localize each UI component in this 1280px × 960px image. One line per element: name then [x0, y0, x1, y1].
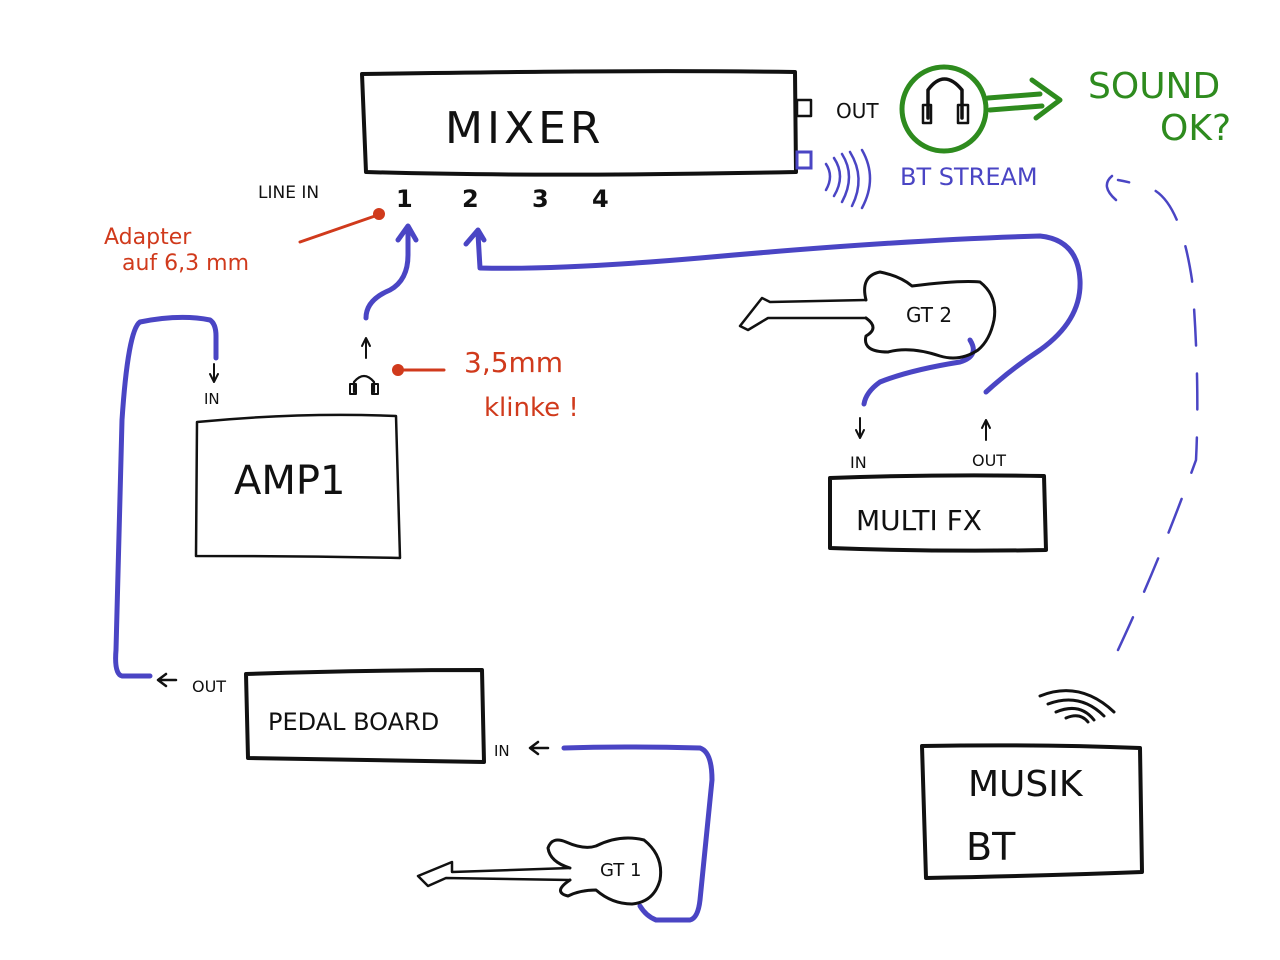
- bt-stream-label: BT STREAM: [900, 163, 1038, 191]
- amp1-in-arrow: [209, 363, 219, 383]
- channel-2-label: 2: [462, 185, 479, 213]
- amp1-headphone-jack-icon: [349, 374, 379, 395]
- guitar-2-neck: [738, 296, 868, 332]
- bt-stream-waves-icon: [824, 148, 872, 210]
- pedal-board-out-label: OUT: [192, 677, 226, 696]
- mixer-out-label: OUT: [836, 99, 879, 123]
- wireless-icon: [1038, 689, 1116, 724]
- channel-1-label: 1: [396, 185, 413, 213]
- jack-note-line1: 3,5mm: [464, 346, 563, 379]
- pedal-board-in-arrow: [528, 740, 550, 756]
- mixer: MIXER LINE IN 1 2 3 4 OUT: [258, 69, 879, 213]
- mixer-bt-port: [795, 150, 813, 170]
- adapter-note: Adapter auf 6,3 mm: [104, 208, 385, 276]
- musik-bt-box: [920, 743, 1144, 880]
- pedal-board: PEDAL BOARD OUT IN: [156, 668, 550, 764]
- headphones: SOUND OK?: [899, 64, 1231, 154]
- adapter-note-line1: Adapter: [104, 225, 192, 250]
- channel-3-label: 3: [532, 185, 549, 213]
- adapter-note-line2: auf 6,3 mm: [122, 251, 249, 276]
- amp1-out-arrow: [361, 337, 371, 359]
- multi-fx-in-label: IN: [850, 453, 867, 472]
- guitar-2-body: [863, 270, 997, 360]
- multi-fx-out-arrow: [981, 419, 991, 441]
- cable-musik-to-mixer-dashed: [1105, 174, 1199, 652]
- musik-bt-line1: MUSIK: [968, 764, 1084, 805]
- jack-note-dot: [392, 364, 404, 376]
- pedal-board-in-label: IN: [494, 742, 510, 760]
- musik-bt-line2: BT: [966, 825, 1016, 869]
- amp1-box: [194, 413, 402, 560]
- headphones-circle: [899, 64, 989, 154]
- headphones-icon: [921, 77, 970, 125]
- adapter-dot: [373, 208, 385, 220]
- headphones-arrow: [985, 77, 1063, 121]
- amp1: AMP1 IN: [194, 337, 402, 560]
- cable-amp-to-mixer-1: [363, 223, 419, 321]
- amp1-label: AMP1: [234, 458, 345, 504]
- sound-check-line2: OK?: [1160, 108, 1231, 149]
- multi-fx-out-label: OUT: [972, 451, 1006, 470]
- channel-4-label: 4: [592, 185, 609, 213]
- pedal-board-box: [244, 668, 486, 764]
- guitar-1: GT 1: [416, 836, 663, 906]
- line-in-label: LINE IN: [258, 183, 319, 203]
- cable-pedalboard-to-amp: [113, 314, 219, 679]
- cable-multifx-to-mixer-2: [463, 227, 1083, 395]
- jack-note-line2: klinke !: [484, 393, 579, 423]
- cable-gt1-to-pedalboard: [561, 744, 715, 923]
- sound-check-line1: SOUND: [1088, 66, 1220, 107]
- amp1-in-label: IN: [204, 390, 220, 408]
- multi-fx-in-arrow: [855, 417, 865, 439]
- jack-size-note: 3,5mm klinke !: [392, 346, 579, 423]
- guitar-2-label: GT 2: [906, 303, 952, 327]
- pedal-board-label: PEDAL BOARD: [268, 708, 439, 736]
- mixer-box: [360, 69, 798, 177]
- pedal-board-out-arrow: [156, 672, 178, 688]
- musik-bt: MUSIK BT: [920, 689, 1144, 880]
- guitar-1-neck: [416, 860, 572, 888]
- mixer-out-jack: [795, 98, 813, 118]
- multi-fx-label: MULTI FX: [856, 504, 982, 537]
- guitar-1-body: [546, 836, 663, 906]
- multi-fx-box: [828, 473, 1048, 553]
- guitar-1-label: GT 1: [600, 860, 641, 881]
- guitar-2: GT 2: [738, 270, 997, 360]
- multi-fx: MULTI FX IN OUT: [828, 417, 1048, 553]
- mixer-label: MIXER: [445, 103, 604, 154]
